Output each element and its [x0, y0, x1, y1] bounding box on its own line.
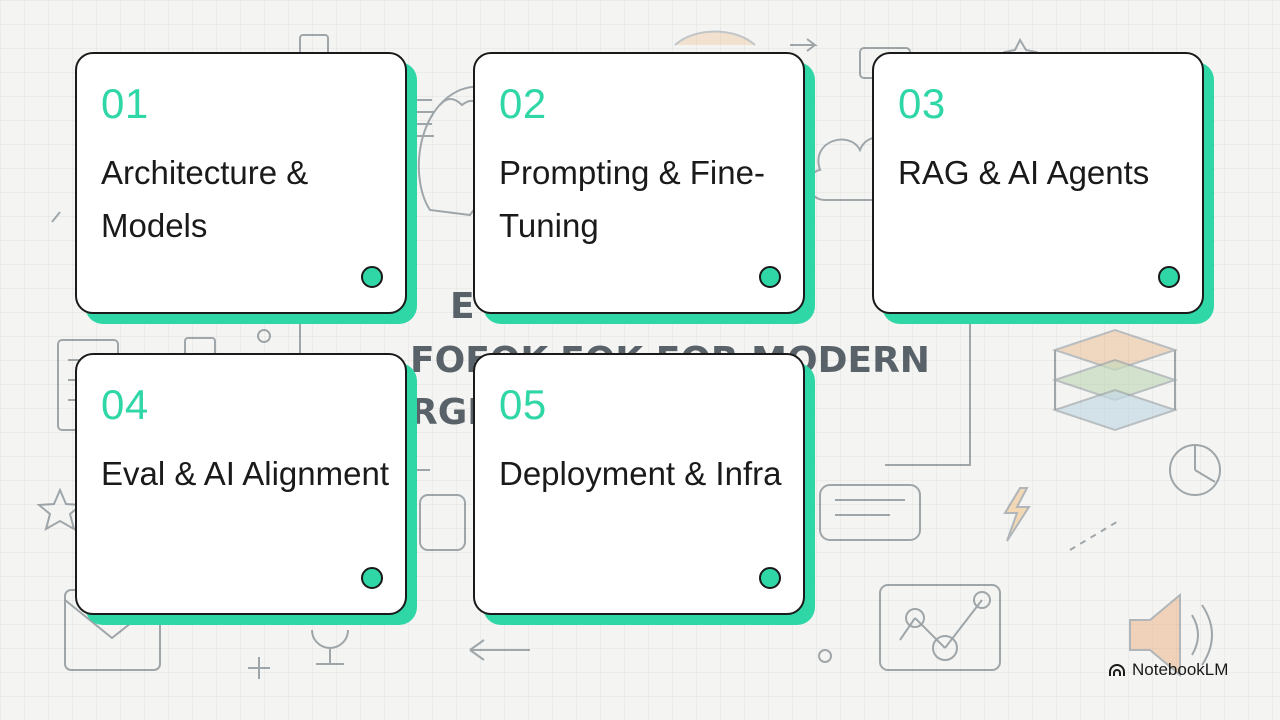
topic-card-03[interactable]: 03 RAG & AI Agents	[872, 52, 1204, 314]
topic-number: 05	[499, 381, 547, 428]
topic-title: Deployment & Infra	[499, 455, 782, 492]
topic-card-04[interactable]: 04 Eval & AI Alignment	[75, 353, 407, 615]
notebooklm-logo-icon	[1109, 664, 1125, 676]
status-dot-icon	[1158, 266, 1180, 288]
topic-card-05[interactable]: 05 Deployment & Infra	[473, 353, 805, 615]
topic-title: Architecture & Models	[101, 154, 309, 244]
network-diagram-sketch	[879, 584, 1001, 671]
topic-number: 02	[499, 80, 547, 127]
topic-number: 03	[898, 80, 946, 127]
speaker-sketch	[1129, 592, 1181, 678]
topic-number: 01	[101, 80, 149, 127]
topic-number: 04	[101, 381, 149, 428]
topic-card-02[interactable]: 02 Prompting & Fine-Tuning	[473, 52, 805, 314]
status-dot-icon	[759, 567, 781, 589]
status-dot-icon	[361, 567, 383, 589]
lightning-sketch	[1003, 487, 1031, 542]
topic-title: RAG & AI Agents	[898, 154, 1150, 191]
status-dot-icon	[759, 266, 781, 288]
brand-watermark: NotebookLM	[1108, 660, 1228, 680]
topic-title: Eval & AI Alignment	[101, 455, 389, 492]
brand-name: NotebookLM	[1132, 660, 1229, 679]
status-dot-icon	[361, 266, 383, 288]
topic-title: Prompting & Fine-Tuning	[499, 154, 765, 244]
topic-card-01[interactable]: 01 Architecture & Models	[75, 52, 407, 314]
